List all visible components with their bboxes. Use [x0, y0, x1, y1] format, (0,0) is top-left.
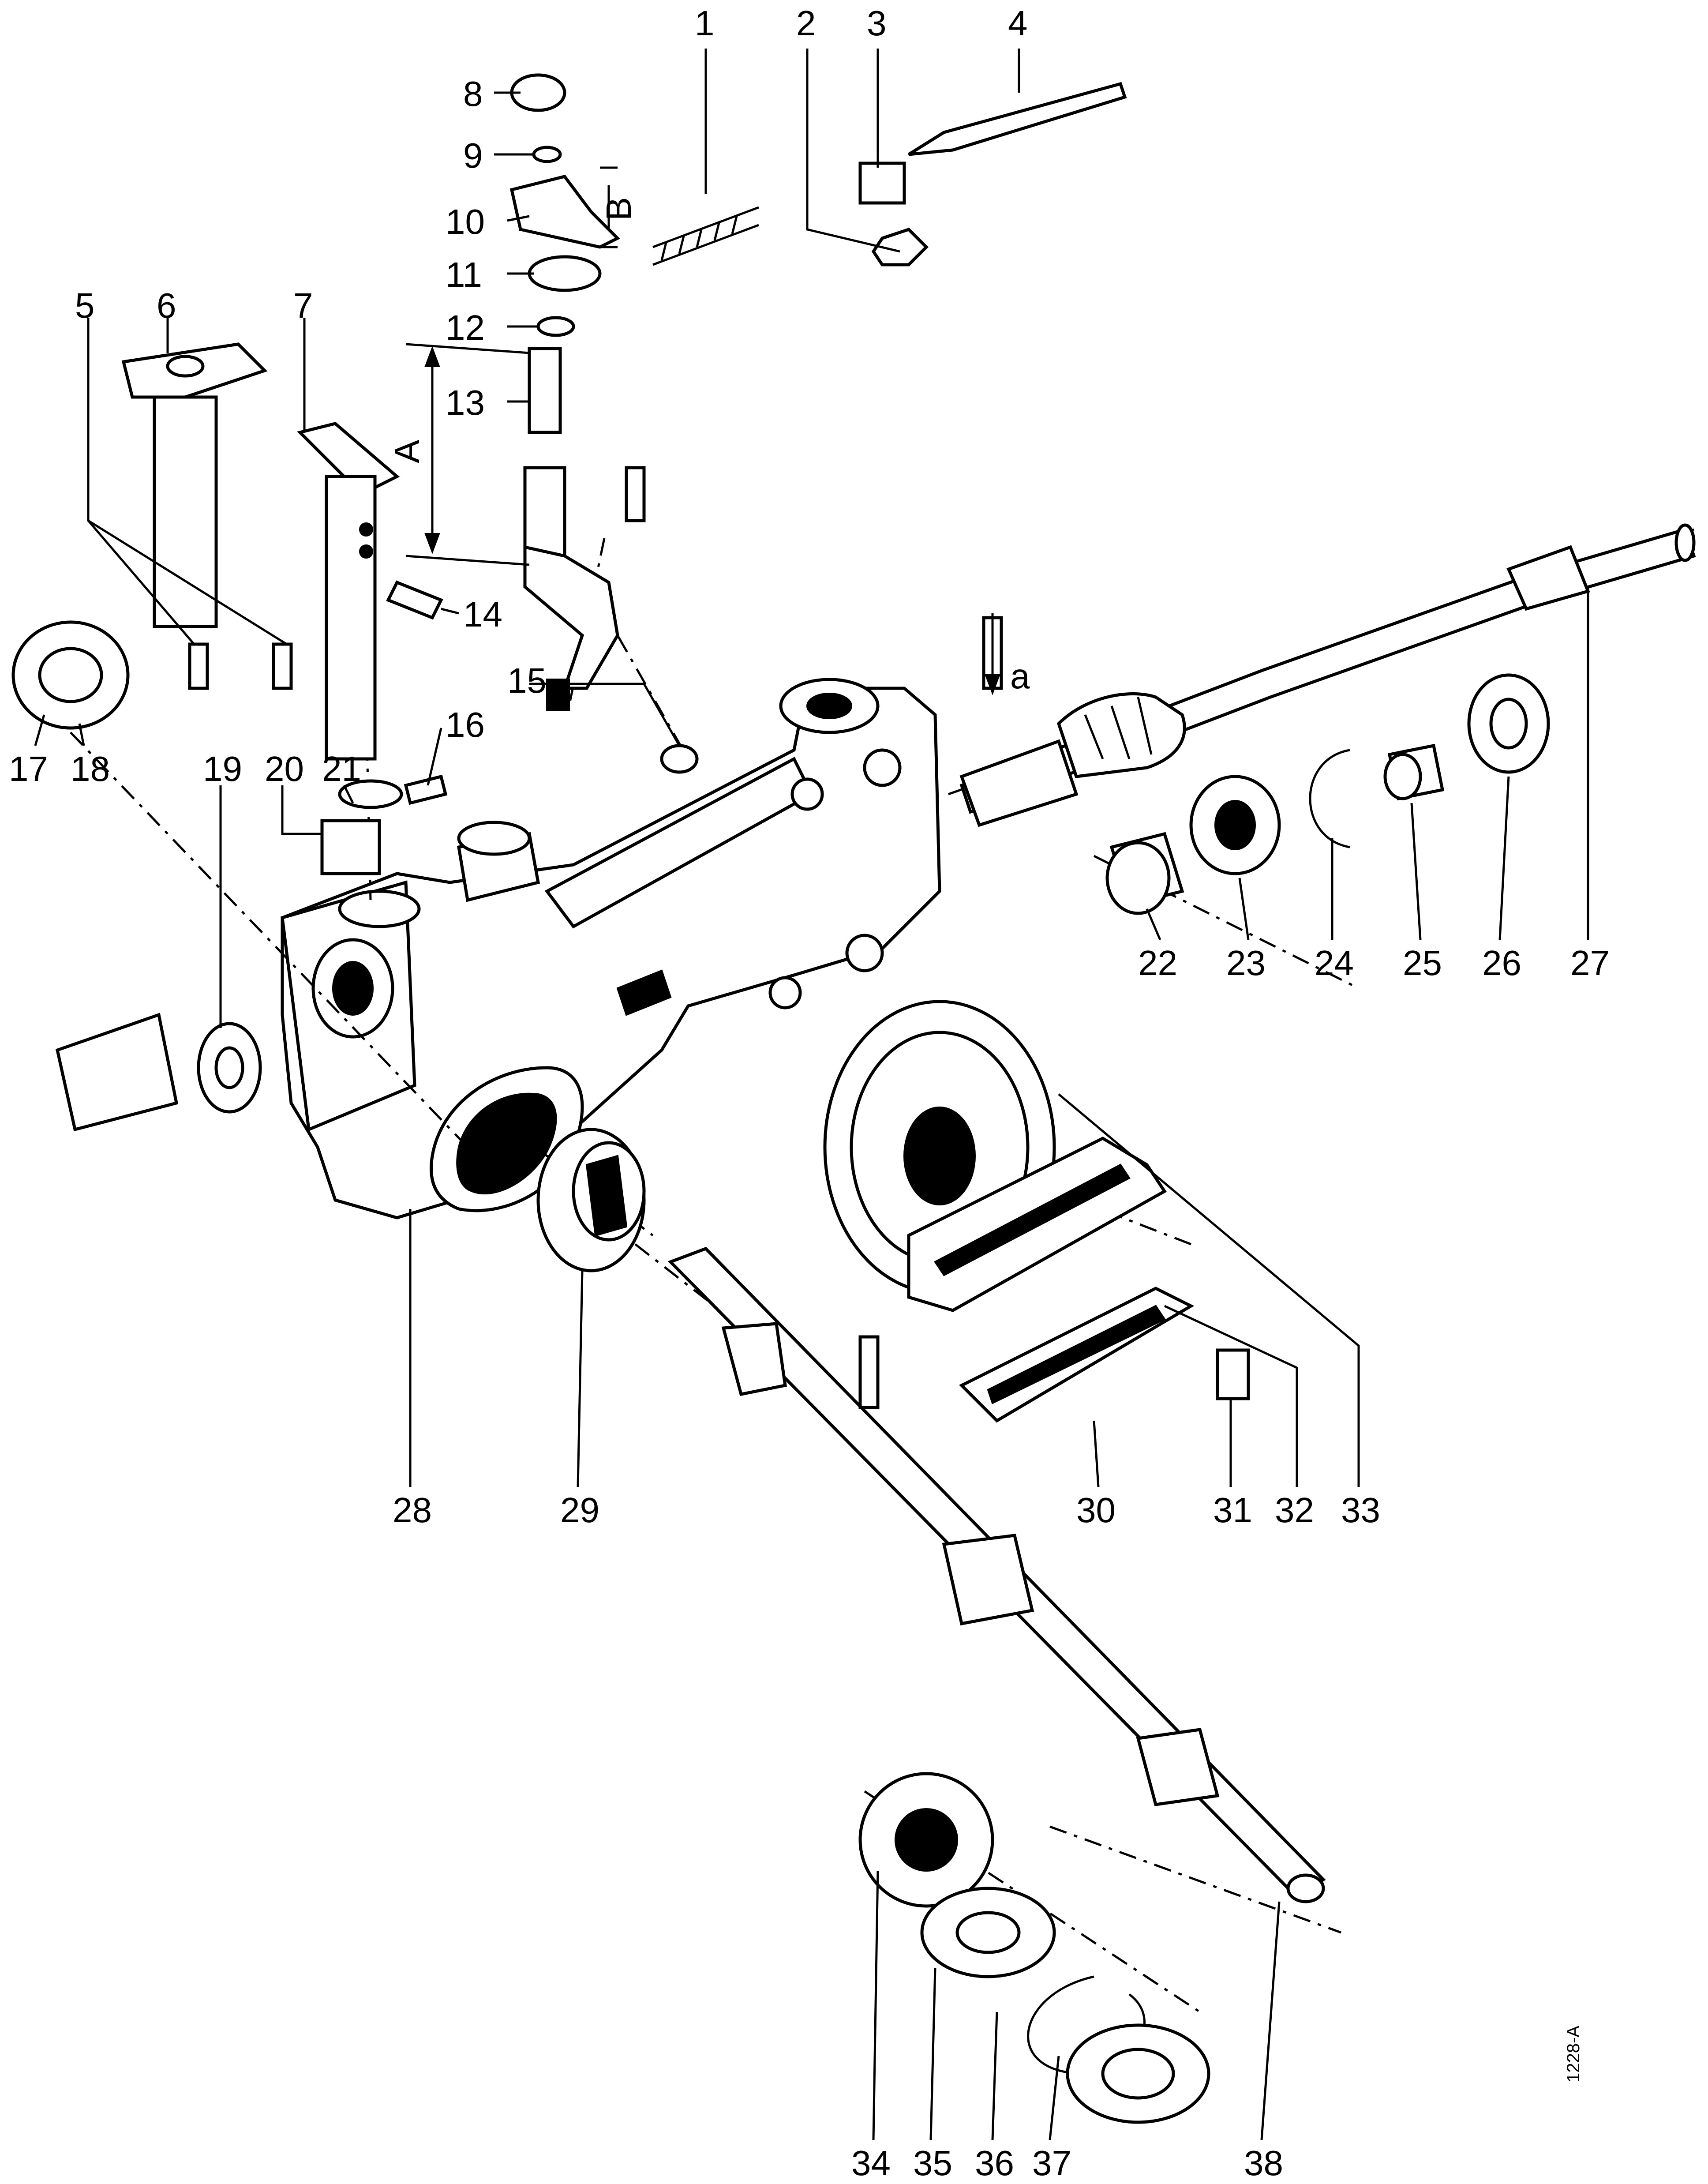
dimension-label-a: A: [387, 439, 427, 463]
callout-34: 34: [851, 2143, 891, 2183]
figure-id: 1228-A: [1564, 2026, 1583, 2083]
callout-labels: 1 2 3 4 8 9 10 11 12 13 5 6 7 14 15 16 1…: [9, 4, 1610, 2183]
crown-gear-and-covers: [823, 1000, 1250, 1423]
callout-14: 14: [463, 595, 502, 634]
dimension-label-b: B: [599, 197, 638, 221]
callout-7: 7: [293, 286, 313, 325]
callout-16: 16: [446, 705, 485, 744]
callout-9: 9: [463, 136, 483, 175]
callout-33: 33: [1341, 1490, 1380, 1530]
callout-30: 30: [1076, 1490, 1116, 1530]
dimension-label-alpha: a: [1010, 657, 1030, 696]
callout-10: 10: [446, 202, 485, 241]
output-bearings: [858, 1772, 1210, 2124]
leader-lines: [34, 49, 1589, 2140]
callout-38: 38: [1244, 2143, 1283, 2183]
callout-12: 12: [446, 308, 485, 347]
callout-13: 13: [446, 383, 485, 422]
callout-8: 8: [463, 74, 483, 113]
callout-28: 28: [393, 1490, 432, 1530]
callout-2: 2: [796, 4, 816, 43]
selector-lever: [509, 73, 699, 774]
callout-32: 32: [1275, 1490, 1314, 1530]
callout-4: 4: [1008, 4, 1028, 43]
callout-6: 6: [157, 286, 176, 325]
callout-21: 21: [322, 749, 361, 788]
callout-36: 36: [975, 2143, 1014, 2183]
callout-23: 23: [1226, 943, 1266, 983]
callout-1: 1: [695, 4, 715, 43]
output-shaft: [536, 1128, 1326, 1903]
callout-35: 35: [913, 2143, 952, 2183]
callout-15: 15: [507, 661, 547, 700]
dimension-lines: [405, 166, 1000, 695]
callout-22: 22: [1138, 943, 1177, 983]
shift-rod-parts: [121, 342, 400, 761]
input-shaft-bearings: [1105, 673, 1550, 915]
callout-11: 11: [446, 255, 482, 294]
callout-27: 27: [1570, 943, 1610, 983]
callout-20: 20: [265, 749, 304, 788]
callout-31: 31: [1213, 1490, 1252, 1530]
callout-17: 17: [9, 749, 48, 788]
callout-19: 19: [203, 749, 242, 788]
callout-29: 29: [560, 1490, 599, 1530]
callout-37: 37: [1032, 2143, 1071, 2183]
callout-24: 24: [1315, 943, 1354, 983]
housing-casting: [281, 678, 941, 1220]
left-bushes: [11, 620, 403, 1132]
input-shaft: [959, 523, 1696, 827]
callout-18: 18: [71, 749, 110, 788]
callout-26: 26: [1482, 943, 1521, 983]
callout-3: 3: [867, 4, 887, 43]
callout-5: 5: [75, 286, 95, 325]
callout-25: 25: [1403, 943, 1442, 983]
cable-and-spring: [652, 82, 1127, 266]
small-fasteners: [386, 466, 1003, 1409]
